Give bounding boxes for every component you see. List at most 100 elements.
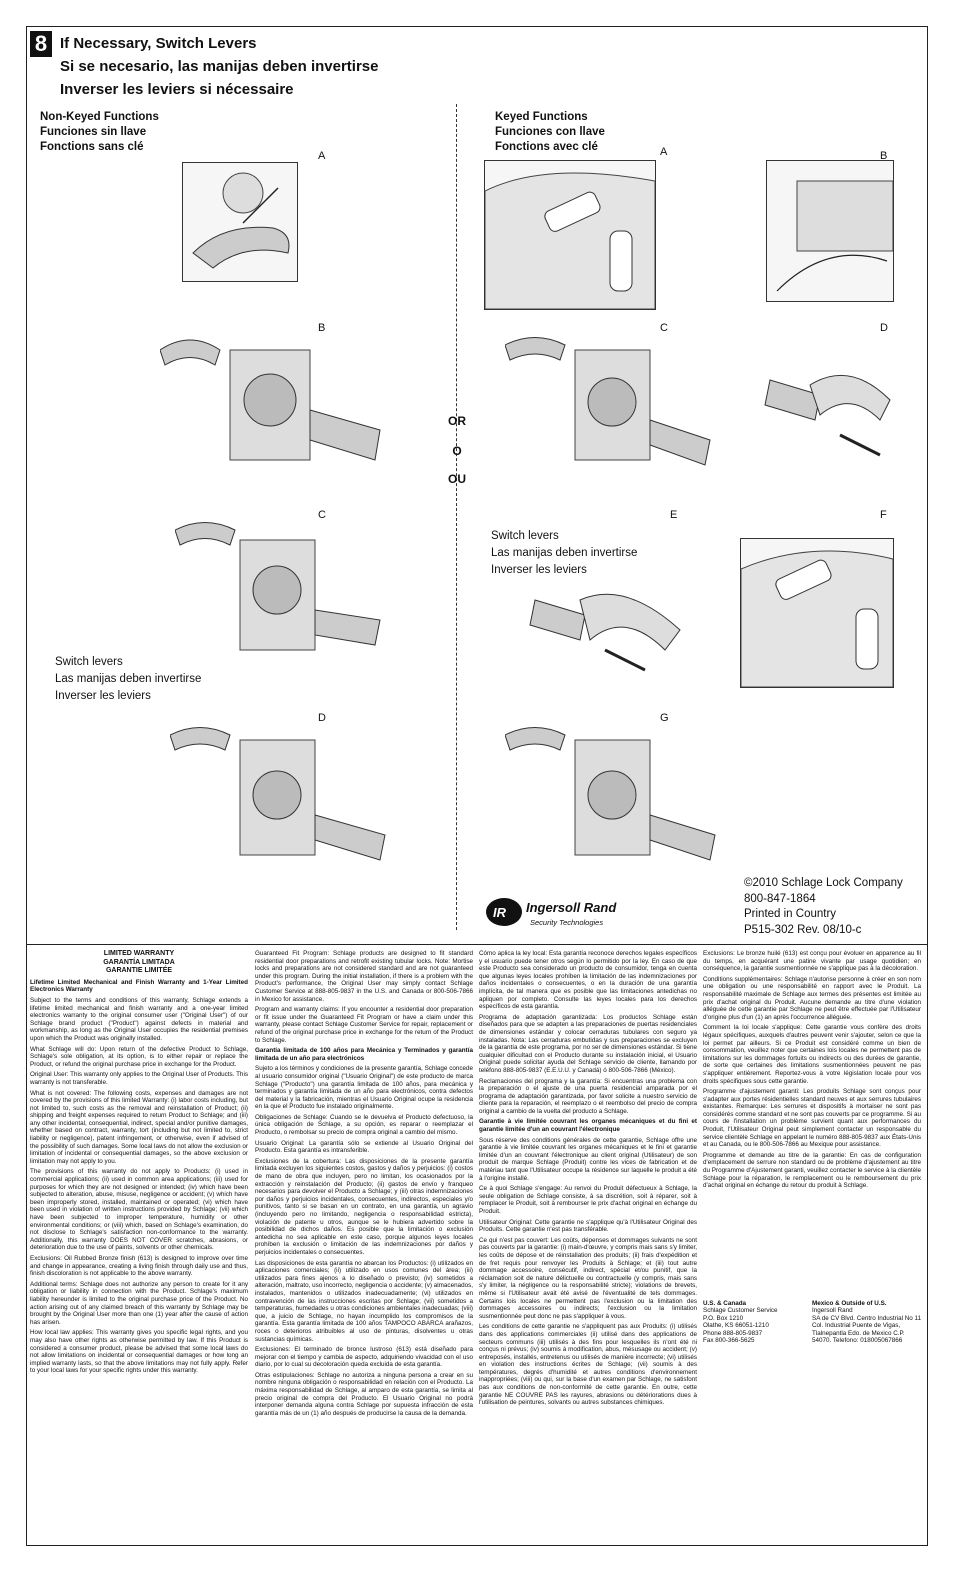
warranty-en-p4: What is not covered: The following costs… bbox=[30, 1089, 248, 1165]
keyed-header-es: Funciones con llave bbox=[495, 126, 605, 138]
warranty-fr-heading: Garantie à vie limitée couvrant les orga… bbox=[479, 1118, 697, 1134]
k-illustration-a bbox=[484, 160, 656, 310]
address-us-line: Phone 888-805-9837 bbox=[703, 1329, 763, 1337]
warranty-fr-p7: Conditions supplémentaires: Schlage n'au… bbox=[703, 975, 921, 1021]
k-illustration-b bbox=[766, 160, 894, 302]
column-divider bbox=[456, 104, 457, 930]
address-mx-line: SA de CV Blvd. Centro Industrial No 11 bbox=[812, 1314, 922, 1322]
warranty-en-p1: Subject to the terms and conditions of t… bbox=[30, 996, 248, 1042]
step-title-fr: Inverser les leviers si nécessaire bbox=[60, 81, 294, 98]
nk-step-label-b: B bbox=[318, 322, 326, 334]
retainer-clip-icon bbox=[485, 172, 655, 309]
warranty-en-p6: Exclusions: Oil Rubbed Bronze finish (61… bbox=[30, 1254, 248, 1278]
nk-switch-note-en: Switch levers bbox=[55, 656, 123, 668]
k-switch-note: Switch levers Las manijas deben invertir… bbox=[491, 528, 637, 579]
warranty-en-p2: What Schlage will do: Upon return of the… bbox=[30, 1045, 248, 1068]
k-switch-note-en: Switch levers bbox=[491, 530, 559, 542]
retainer-clip-icon-2 bbox=[741, 550, 893, 687]
keyed-header-fr: Fonctions avec clé bbox=[495, 141, 598, 153]
or-label-fr: OU bbox=[448, 472, 466, 486]
part-number: P515-302 Rev. 08/10-c bbox=[744, 923, 862, 936]
lever-release-icon bbox=[776, 180, 893, 292]
warranty-col-3: Cómo aplica la ley local: Esta garantía … bbox=[479, 950, 697, 1410]
k-step-label-f: F bbox=[880, 509, 887, 521]
warranty-es-p3: Usuario Original: La garantía sólo se ex… bbox=[255, 1139, 473, 1155]
warranty-es-p5: Las disposiciones de esta garantía no ab… bbox=[255, 1259, 473, 1343]
printed-in: Printed in Country bbox=[744, 908, 837, 920]
warranty-title-fr: GARANTIE LIMITÉE bbox=[105, 967, 173, 975]
address-us-line: P.O. Box 1210 bbox=[703, 1314, 744, 1322]
k-step-label-a: A bbox=[660, 146, 668, 158]
nk-step-label-c: C bbox=[318, 509, 326, 521]
address-mx-title: Mexico & Outside of U.S. bbox=[812, 1300, 887, 1307]
warranty-es-heading: Garantía limitada de 100 años para Mecán… bbox=[255, 1047, 473, 1062]
non-keyed-header-en: Non-Keyed Functions bbox=[40, 111, 159, 123]
nk-switch-note-fr: Inverser les leviers bbox=[55, 690, 151, 702]
k-step-label-d: D bbox=[880, 322, 888, 334]
k-lever-cylinder-d bbox=[764, 374, 891, 457]
nk-switch-note: Switch levers Las manijas deben invertir… bbox=[55, 654, 201, 705]
warranty-en-p9: Guaranteed Fit Program: Schlage products… bbox=[255, 950, 473, 1003]
warranty-es-p10: Reclamaciones del programa y la garantía… bbox=[479, 1077, 697, 1115]
svg-text:IR: IR bbox=[493, 905, 507, 920]
warranty-en-p3: Original User: This warranty only applie… bbox=[30, 1071, 248, 1086]
nk-step-label-d: D bbox=[318, 712, 326, 724]
k-step-label-b: B bbox=[880, 150, 888, 162]
warranty-en-p7: Additional terms: Schlage does not autho… bbox=[30, 1280, 248, 1326]
warranty-fr-p10: Programme et demande au titre de la gara… bbox=[703, 1151, 921, 1190]
logo-tagline: Security Technologies bbox=[530, 918, 604, 927]
k-lock-assembly-g bbox=[505, 727, 716, 861]
warranty-fr-p6: Exclusions: Le bronze huilé (613) est co… bbox=[703, 950, 921, 973]
warranty-fr-p5: Les conditions de cette garantie ne s'ap… bbox=[479, 1323, 697, 1407]
warranty-es-p4: Exclusiones de la cobertura: Las disposi… bbox=[255, 1157, 473, 1256]
ingersoll-rand-logo: IR Ingersoll Rand Security Technologies bbox=[484, 896, 634, 936]
warranty-es-p1: Sujeto a los términos y condiciones de l… bbox=[255, 1065, 473, 1111]
warranty-fr-p9: Programme d'ajustement garanti: Les prod… bbox=[703, 1088, 921, 1149]
address-mx-line: Tlalnepantla Edo. de Mexico C.P. bbox=[812, 1329, 905, 1337]
warranty-fr-p8: Comment la loi locale s'applique: Cette … bbox=[703, 1024, 921, 1085]
or-label-en: OR bbox=[448, 414, 466, 428]
non-keyed-header-es: Funciones sin llave bbox=[40, 126, 147, 138]
address-mx-line: Ingersoll Rand bbox=[812, 1307, 853, 1315]
k-step-label-g: G bbox=[660, 712, 669, 724]
warranty-fr-p2: Ce à quoi Schlage s'engage: Au renvoi du… bbox=[479, 1185, 697, 1215]
non-keyed-header-fr: Fonctions sans clé bbox=[40, 141, 144, 153]
keyed-header-en: Keyed Functions bbox=[495, 111, 588, 123]
warranty-fr-p1: Sous réserve des conditions générales de… bbox=[479, 1136, 697, 1182]
warranty-en-p8: How local law applies: This warranty giv… bbox=[30, 1329, 248, 1375]
step-title-es: Si se necesario, las manijas deben inver… bbox=[60, 58, 379, 75]
warranty-col-1: LIMITED WARRANTY GARANTÍA LIMITADA GARAN… bbox=[30, 950, 248, 1378]
warranty-es-p9: Programa de adaptación garantizada: Los … bbox=[479, 1013, 697, 1074]
warranty-title-en: LIMITED WARRANTY bbox=[103, 950, 175, 957]
lever-removal-tool-icon bbox=[192, 172, 290, 269]
copyright: ©2010 Schlage Lock Company bbox=[744, 877, 903, 889]
warranty-en-p10: Program and warranty claims: If you enco… bbox=[255, 1006, 473, 1044]
nk-switch-note-es: Las manijas deben invertirse bbox=[55, 673, 202, 685]
warranty-title-es: GARANTÍA LIMITADA bbox=[103, 958, 175, 966]
page-frame bbox=[26, 26, 928, 1546]
address-mexico: Mexico & Outside of U.S. Ingersoll Rand … bbox=[812, 1300, 921, 1344]
warranty-es-p8: Cómo aplica la ley local: Esta garantía … bbox=[479, 950, 697, 1011]
address-us-line: Schlage Customer Service bbox=[703, 1307, 778, 1315]
k-step-label-e: E bbox=[670, 509, 678, 521]
nk-step-label-a: A bbox=[318, 150, 326, 162]
step-title-en: If Necessary, Switch Levers bbox=[60, 35, 257, 52]
address-us-line: Olathe, KS 66051-1210 bbox=[703, 1322, 769, 1330]
warranty-en-heading: Lifetime Limited Mechanical and Finish W… bbox=[30, 978, 248, 994]
non-keyed-header: Non-Keyed Functions Funciones sin llave … bbox=[40, 110, 159, 155]
nk-lock-assembly-c bbox=[175, 522, 381, 651]
keyed-header: Keyed Functions Funciones con llave Fonc… bbox=[495, 110, 605, 155]
nk-illustration-a bbox=[182, 162, 298, 282]
warranty-fr-p3: Utilisateur Original: Cette garantie ne … bbox=[479, 1218, 697, 1234]
nk-lock-assembly-d bbox=[170, 727, 386, 861]
warranty-fr-p4: Ce qui n'est pas couvert: Les coûts, dép… bbox=[479, 1236, 697, 1320]
k-step-label-c: C bbox=[660, 322, 668, 334]
k-lever-cylinder-e bbox=[529, 593, 681, 672]
company-info: ©2010 Schlage Lock Company 800-847-1864 … bbox=[744, 876, 903, 938]
address-us-title: U.S. & Canada bbox=[703, 1300, 747, 1307]
k-switch-note-es: Las manijas deben invertirse bbox=[491, 547, 638, 559]
warranty-es-p6: Exclusiones: El terminado de bronce lust… bbox=[255, 1346, 473, 1369]
address-us-line: Fax 800-366-5625 bbox=[703, 1337, 755, 1345]
k-lock-assembly-c bbox=[505, 337, 711, 466]
warranty-es-p7: Otras estipulaciones: Schlage no autoriz… bbox=[255, 1371, 473, 1417]
